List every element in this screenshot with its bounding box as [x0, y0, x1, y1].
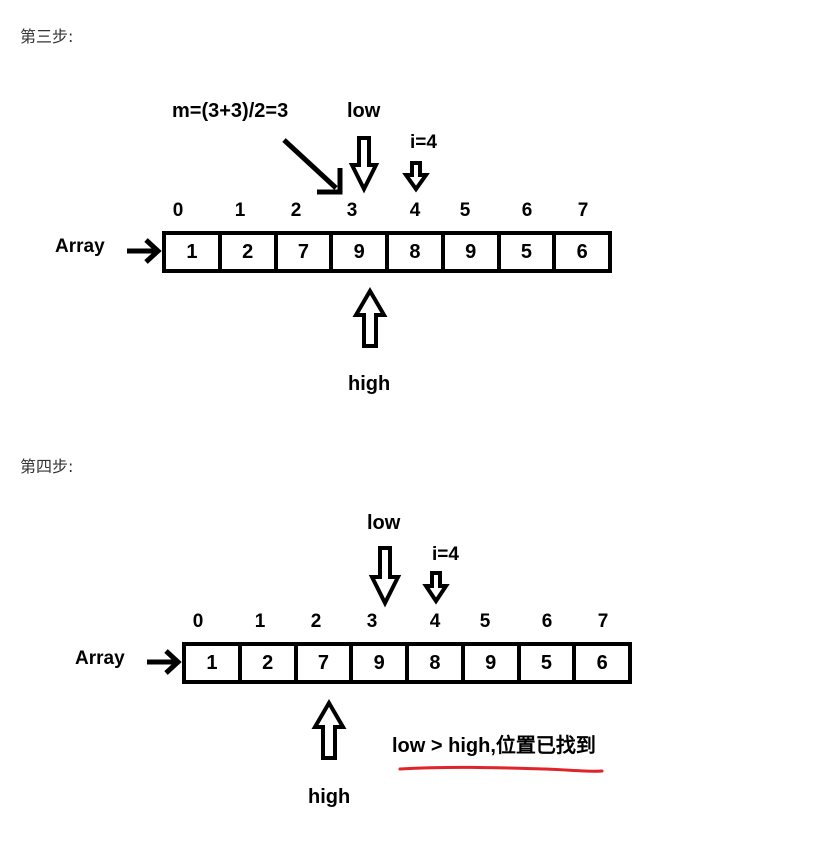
- step3-low-down-arrow: [348, 136, 380, 194]
- array-index-label: 3: [346, 200, 358, 221]
- step4-i-label: i=4: [432, 544, 459, 565]
- array-cell: 1: [186, 646, 242, 680]
- array-cell: 2: [242, 646, 298, 680]
- array-cell: 8: [389, 235, 445, 269]
- array-index-label: 2: [290, 200, 302, 221]
- array-index-label: 7: [577, 200, 589, 221]
- array-index-label: 4: [429, 611, 441, 632]
- array-index-label: 6: [521, 200, 533, 221]
- step3-array-pointer-arrow: [127, 238, 162, 264]
- array-index-label: 7: [597, 611, 609, 632]
- step3-i-down-arrow: [402, 161, 430, 193]
- array-cell: 9: [465, 646, 521, 680]
- array-index-label: 1: [254, 611, 266, 632]
- step3-high-label: high: [348, 373, 391, 395]
- step3-low-label: low: [347, 100, 381, 122]
- step3-heading: 第三步:: [20, 27, 74, 46]
- step4-array-label: Array: [75, 648, 125, 669]
- array-index-label: 3: [366, 611, 378, 632]
- step4-heading: 第四步:: [20, 457, 74, 476]
- step3-array-label: Array: [55, 236, 105, 257]
- array-cell: 1: [166, 235, 222, 269]
- step4-array: 1 2 7 9 8 9 5 6: [182, 642, 632, 684]
- array-index-label: 5: [479, 611, 491, 632]
- step3-high-up-arrow: [352, 287, 388, 348]
- array-cell: 9: [353, 646, 409, 680]
- array-cell: 9: [445, 235, 501, 269]
- array-cell: 6: [596, 651, 608, 674]
- array-index-label: 2: [310, 611, 322, 632]
- array-index-label: 1: [234, 200, 246, 221]
- step4-low-down-arrow: [368, 546, 402, 608]
- array-index-label: 0: [172, 200, 184, 221]
- array-cell: 5: [521, 646, 577, 680]
- array-index-label: 5: [459, 200, 471, 221]
- step4-i-down-arrow: [422, 571, 450, 605]
- array-cell: 6: [576, 240, 588, 263]
- step4-result-text: low > high,位置已找到: [392, 735, 596, 757]
- array-index-label: 6: [541, 611, 553, 632]
- array-index-label: 4: [409, 200, 421, 221]
- array-cell: 2: [222, 235, 278, 269]
- array-index-label: 0: [192, 611, 204, 632]
- step4-low-label: low: [367, 512, 401, 534]
- step4-result-underline: [398, 765, 604, 773]
- array-cell: 7: [278, 235, 334, 269]
- step4-high-up-arrow: [311, 699, 347, 760]
- step4-high-label: high: [308, 786, 351, 808]
- array-cell: 9: [333, 235, 389, 269]
- step4-array-pointer-arrow: [147, 649, 182, 675]
- array-cell: 5: [501, 235, 557, 269]
- array-cell: 7: [298, 646, 354, 680]
- step3-array: 1 2 7 9 8 9 5 6: [162, 231, 612, 273]
- array-cell: 8: [409, 646, 465, 680]
- step3-mid-label: m=(3+3)/2=3: [172, 100, 289, 122]
- step3-i-label: i=4: [410, 132, 437, 153]
